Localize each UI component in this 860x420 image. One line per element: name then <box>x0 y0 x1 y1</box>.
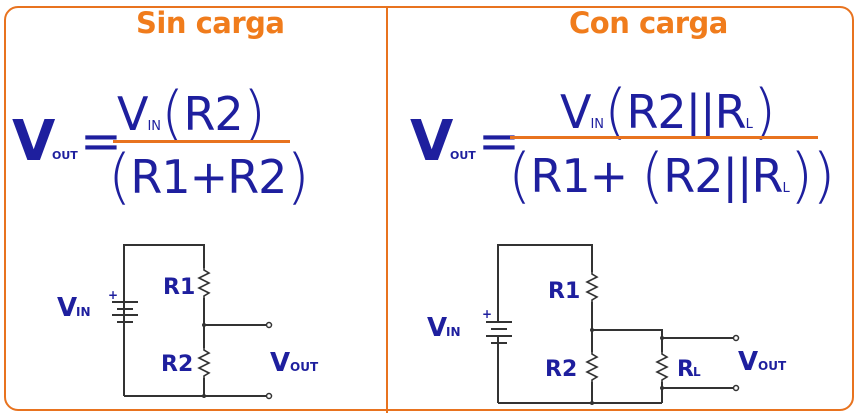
close-paren: ) <box>286 142 309 212</box>
resistor-r1 <box>585 272 599 302</box>
vout-subscript: OUT <box>450 149 476 162</box>
junction-dot <box>590 401 594 405</box>
wire-to-rl <box>592 329 663 352</box>
vin-subscript: IN <box>147 119 162 134</box>
diagram-frame <box>4 6 854 411</box>
vout-label: V <box>738 347 758 377</box>
rl-subscript: L <box>745 117 753 132</box>
circuit-sin-carga <box>112 244 273 400</box>
vin-label: V <box>57 293 77 323</box>
denominator-expr-b: R2||R <box>663 149 783 203</box>
rl-label: R <box>677 357 694 382</box>
open-paren: ( <box>508 141 531 211</box>
battery-plus-sign: + <box>482 307 492 321</box>
numerator: VIN(R2||RL) <box>560 82 776 142</box>
equals-sign: = <box>478 112 520 170</box>
numerator-expr: R2||R <box>626 85 746 139</box>
junction-dot <box>202 394 206 398</box>
resistor-r1 <box>197 268 211 298</box>
panel-title: Con carga <box>569 6 728 40</box>
vout-label-sub: OUT <box>290 360 319 374</box>
vin-symbol: V <box>117 87 148 141</box>
battery-plus-sign: + <box>108 288 118 302</box>
vout-label-sub: OUT <box>758 359 787 373</box>
close-paren: ) <box>242 79 266 149</box>
vout-symbol: V <box>410 109 454 174</box>
denominator-expr: R1+R2 <box>130 150 287 204</box>
r1-label: R1 <box>548 279 580 304</box>
vin-label: V <box>427 313 447 343</box>
resistor-rl <box>655 352 669 382</box>
fraction-bar <box>113 140 290 143</box>
r2-label: R2 <box>161 352 193 377</box>
junction-dot <box>660 336 664 340</box>
terminal <box>732 334 740 342</box>
open-paren: ( <box>161 79 184 149</box>
wire-top-loop <box>497 244 593 322</box>
panel-divider <box>386 6 388 413</box>
wire-top-loop <box>123 244 205 322</box>
panel-title: Sin carga <box>136 6 285 40</box>
vin-symbol: V <box>560 85 591 139</box>
junction-dot <box>590 328 594 332</box>
denominator-expr-a: R1+ <box>530 149 628 203</box>
numerator: VIN(R2) <box>117 84 266 144</box>
r1-label: R1 <box>163 275 195 300</box>
denominator: (R1+R2) <box>108 147 310 207</box>
r2-label: R2 <box>545 357 577 382</box>
terminal <box>265 321 273 329</box>
vout-symbol: V <box>12 109 56 174</box>
denominator: (R1+ (R2||RL)) <box>508 146 836 206</box>
junction-dot <box>202 323 206 327</box>
rl-subscript: L <box>782 181 790 196</box>
vin-subscript: IN <box>590 117 605 132</box>
resistor-r2 <box>585 352 599 382</box>
terminal <box>732 384 740 392</box>
vin-label-sub: IN <box>76 305 91 319</box>
circuit-con-carga <box>486 244 740 405</box>
resistor-r2 <box>197 348 211 378</box>
vout-subscript: OUT <box>52 149 78 162</box>
fraction-bar <box>510 136 818 139</box>
rl-label-sub: L <box>693 365 701 379</box>
close-paren: ) <box>752 77 776 147</box>
junction-dot <box>660 386 664 390</box>
open-paren: ( <box>604 77 627 147</box>
open-paren: ( <box>108 142 131 212</box>
vout-label: V <box>270 348 290 378</box>
vin-label-sub: IN <box>446 325 461 339</box>
close-parens: )) <box>789 141 836 211</box>
inner-open-paren: ( <box>640 141 664 211</box>
terminal <box>265 392 273 400</box>
numerator-expr: R2 <box>183 87 243 141</box>
